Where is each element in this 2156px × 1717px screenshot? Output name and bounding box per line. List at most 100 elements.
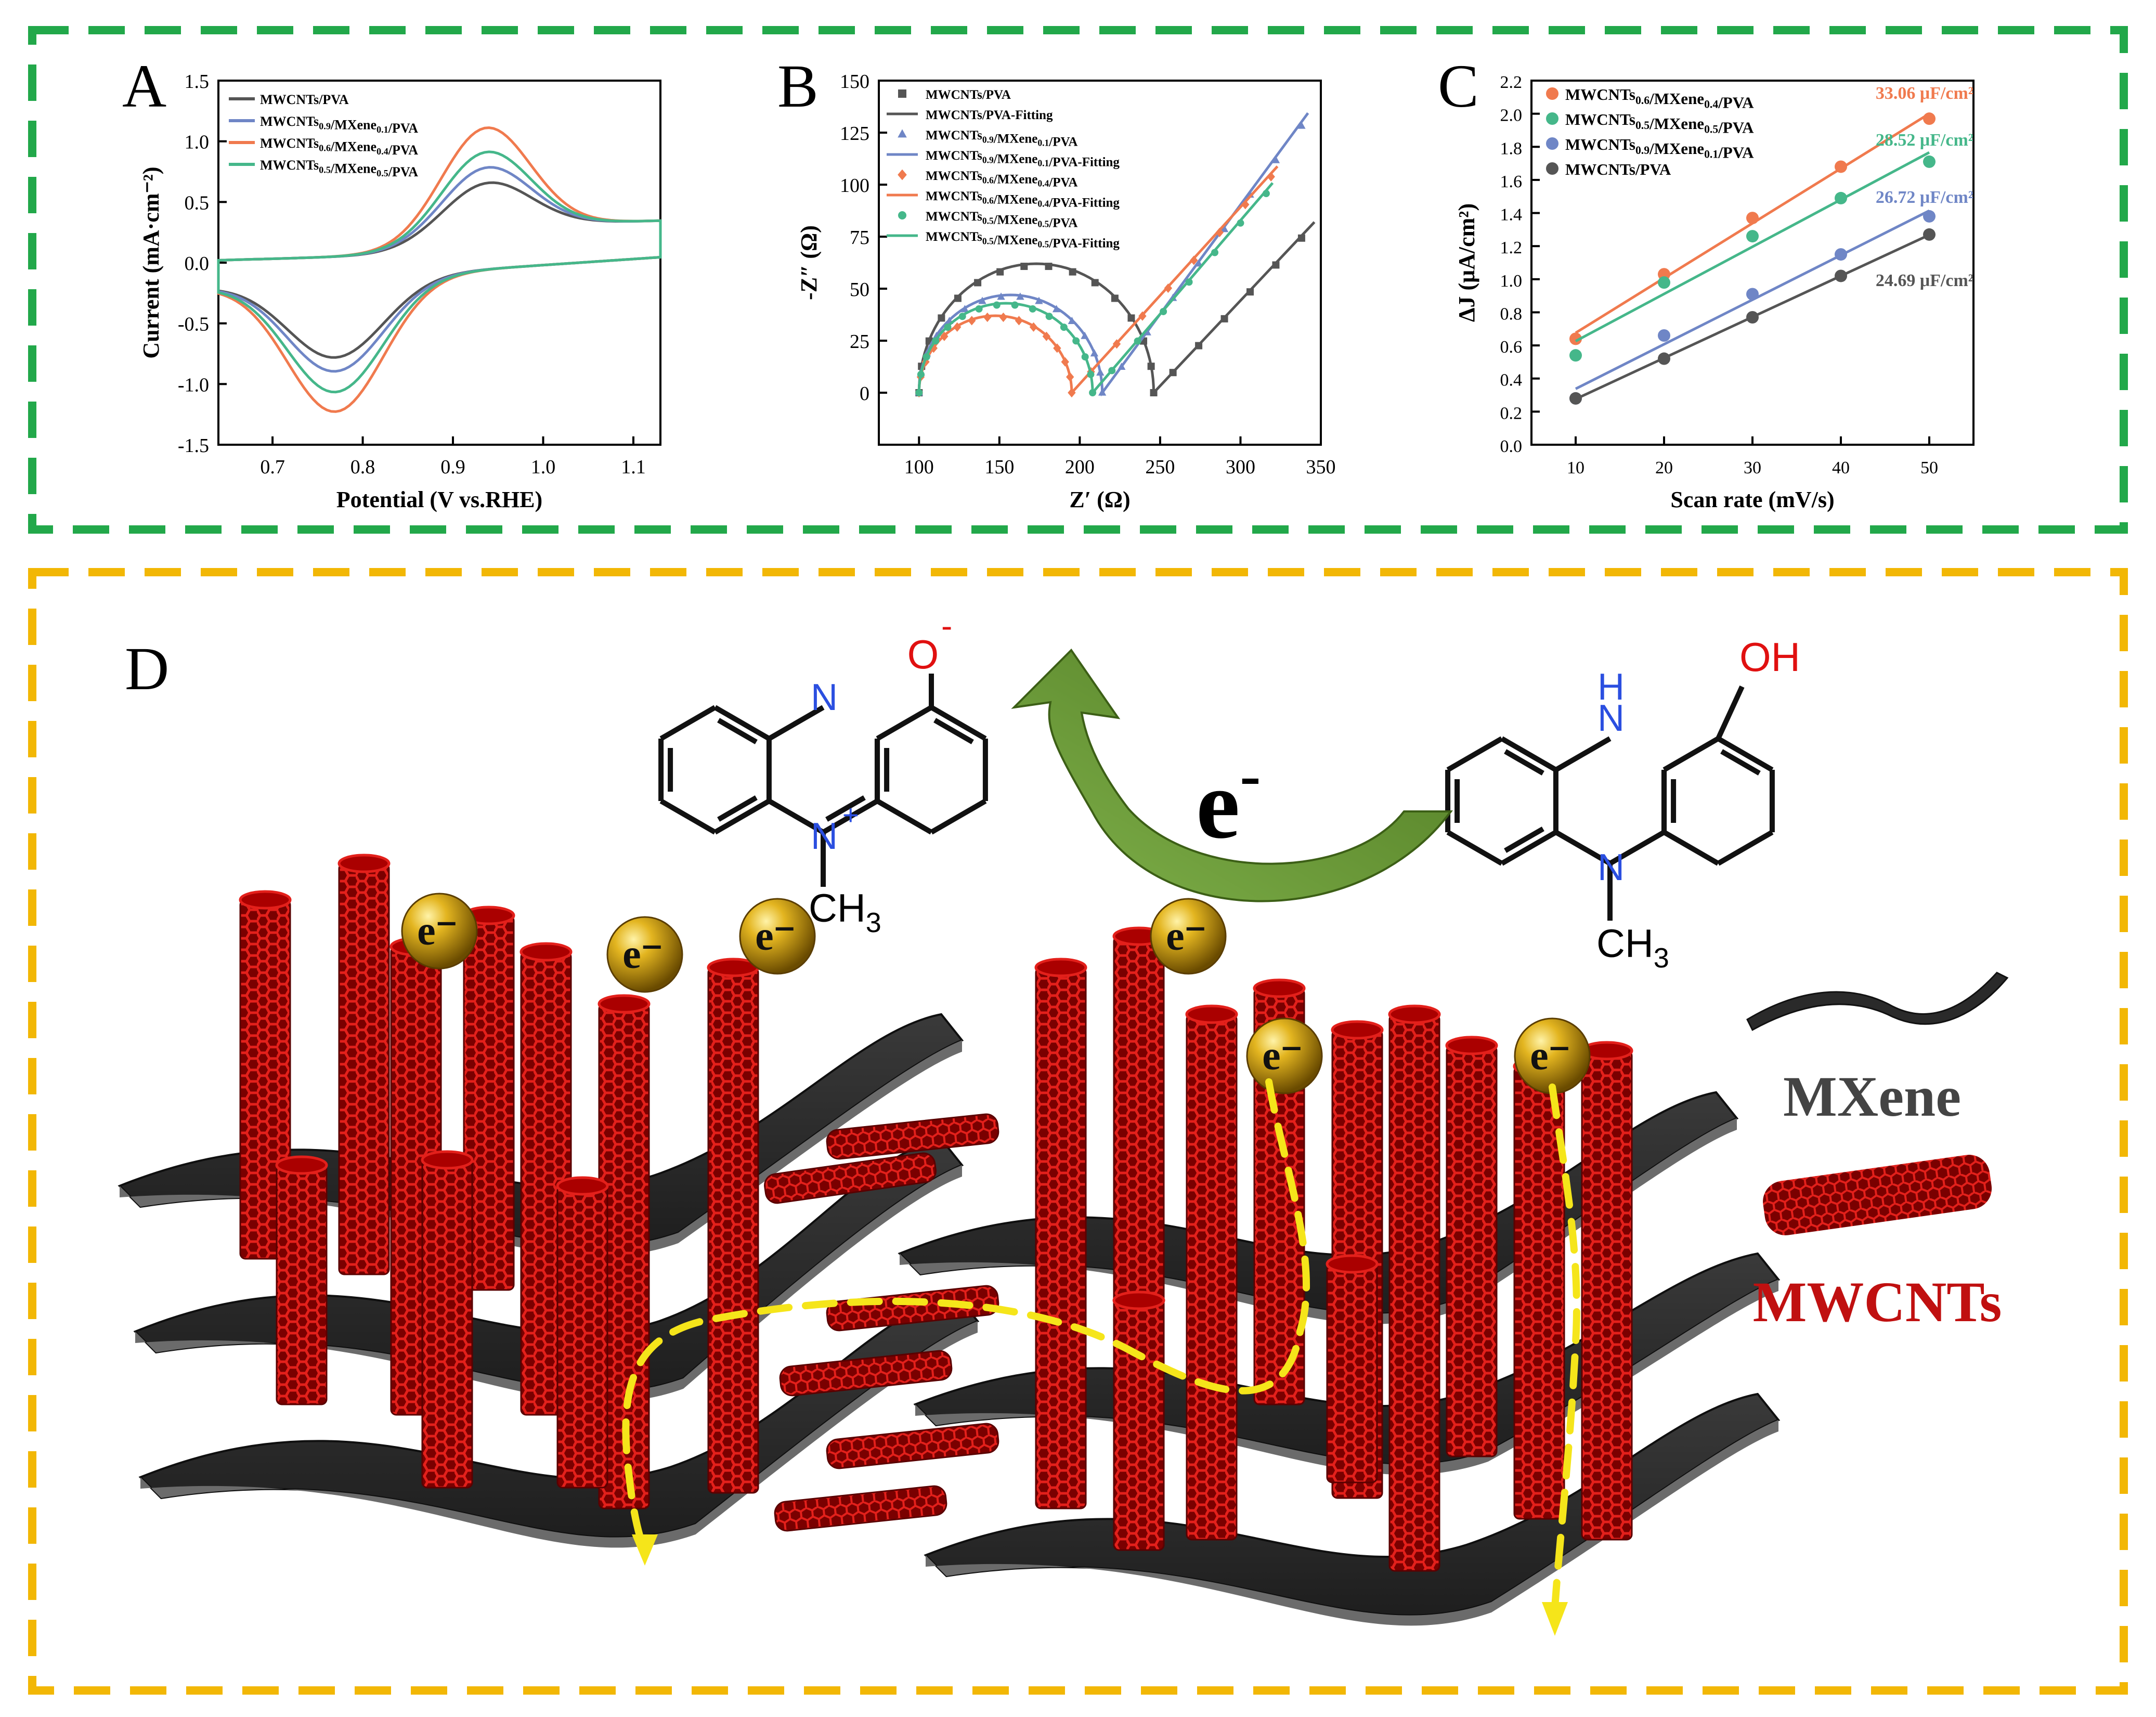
y-tick-label: 0.5 [185, 192, 210, 214]
y-tick-label: -1.0 [178, 374, 209, 396]
oxygen-atom-label: O [907, 631, 939, 677]
eis-data-point [1297, 121, 1306, 129]
ring-bond [713, 705, 771, 741]
data-point [1746, 212, 1759, 225]
y-tick-label: 1.0 [185, 132, 210, 153]
y-tick-label: 0.0 [1500, 437, 1523, 456]
electron-sphere [606, 916, 683, 993]
eis-data-point [1016, 292, 1024, 300]
eis-data-point [1081, 331, 1089, 339]
cnt-vertical [1326, 1263, 1378, 1483]
capacitance-label: 33.06 μF/cm² [1876, 84, 1973, 103]
legend-entry: MWCNTs0.9/MXene0.1/PVA-Fitting [926, 149, 1120, 170]
cnt-vertical [338, 862, 390, 1275]
electron-sphere [401, 893, 478, 970]
eis-data-point [1029, 322, 1038, 332]
ring-bond [768, 705, 825, 741]
eis-data-point [968, 316, 976, 326]
electron-sphere [1246, 1017, 1323, 1094]
amine-n-bottom: N [1597, 847, 1625, 888]
y-tick-label: 1.8 [1500, 139, 1523, 158]
eis-data-point [1215, 227, 1224, 237]
ring-bond [1554, 736, 1612, 772]
cv-curve [217, 181, 662, 359]
legend-entry: MWCNTs0.9/MXene0.1/PVA [260, 114, 418, 136]
electron-label: e⁻ [417, 908, 458, 954]
ring-double [717, 718, 758, 744]
ring-bond [768, 798, 825, 835]
y-tick-label: 1.2 [1500, 238, 1523, 257]
eis-data-point [983, 312, 992, 322]
y-tick-label: 1.6 [1500, 172, 1523, 191]
data-point [1923, 210, 1936, 223]
eis-data-point [1220, 225, 1229, 233]
amine-h-label: H [1597, 666, 1625, 708]
legend-entry: MWCNTs0.5/MXene0.5/PVA [260, 158, 418, 179]
y-tick-label: 1.0 [1500, 272, 1523, 291]
ring-bond [713, 798, 771, 835]
ring-double [825, 795, 866, 822]
cnt-horizontal [779, 1350, 953, 1397]
electron-label: e⁻ [755, 913, 796, 959]
eis-data-point [1098, 388, 1107, 396]
cnt-vertical [1035, 966, 1087, 1509]
legend-marker [1546, 112, 1558, 125]
eis-data-point [1042, 331, 1051, 341]
legend-marker [898, 89, 906, 98]
n-plus-charge: + [842, 799, 859, 831]
legend-entry: MWCNTs0.6/MXene0.4/PVA [260, 136, 418, 158]
legend-entry: MWCNTs/PVA [1565, 160, 1671, 178]
panel-label-c: C [1438, 52, 1479, 120]
mxene-sheet-edge [900, 1118, 1737, 1324]
cnt-forest [239, 854, 1633, 1572]
cnt-vertical [1388, 1013, 1440, 1572]
cnt-top-rim [556, 1176, 609, 1196]
cnt-top-rim [1253, 978, 1306, 998]
x-axis-label: Potential (V vs.RHE) [336, 487, 542, 512]
eis-data-point [938, 314, 945, 322]
mxene-sheet [133, 1138, 964, 1393]
legend-marker [898, 129, 907, 138]
eis-data-point [1087, 370, 1095, 378]
eis-data-point [1169, 369, 1177, 377]
cnt-horizontal [774, 1485, 947, 1532]
eis-data-point [953, 322, 962, 332]
ring-bond [1717, 830, 1774, 866]
eis-data-point [997, 292, 1005, 300]
x-tick-label: 100 [904, 456, 934, 478]
eis-data-point [1111, 294, 1119, 302]
eis-data-point [1052, 305, 1061, 313]
legend-marker [1546, 162, 1558, 175]
cnt-vertical [707, 966, 759, 1494]
eis-data-point [1020, 263, 1028, 270]
eis-data-point [1127, 314, 1135, 322]
y-tick-label: 1.4 [1500, 205, 1523, 225]
ring-bond [1446, 736, 1503, 772]
plot-frame [878, 80, 1322, 446]
transfer-electron-label: e- [1196, 740, 1261, 859]
x-tick-label: 350 [1306, 456, 1336, 478]
mxene-sheet-edge [120, 1040, 962, 1257]
ring-bond [876, 705, 933, 741]
legend-entry: MWCNTs/PVA-Fitting [926, 108, 1053, 122]
electron-path [1549, 1083, 1580, 1611]
eis-data-point [1241, 200, 1250, 210]
schematic-diagram: e⁻e⁻e⁻e⁻e⁻e⁻ O - N N + CH3 OH H N N CH3 … [118, 607, 2009, 1636]
eis-data-point [954, 294, 962, 302]
ring-bond [1446, 830, 1503, 866]
cnt-vertical [1446, 1044, 1498, 1457]
ring-bond [1663, 830, 1720, 866]
x-axis-label: Z′ (Ω) [1069, 487, 1130, 512]
electron-transfer-arrow [1011, 648, 1453, 902]
eis-data-point [978, 296, 986, 304]
legend-entry: MWCNTs0.9/MXene0.1/PVA [926, 128, 1077, 149]
cnt-top-rim [519, 942, 573, 962]
eis-data-point [1185, 278, 1193, 286]
mxene-sheets [118, 1013, 1781, 1626]
electron-path-arrows [622, 1078, 1580, 1636]
cnt-top-rim [1388, 1004, 1441, 1024]
eis-data-point [1045, 263, 1053, 270]
x-tick-label: 1.1 [621, 456, 646, 478]
eis-data-point [1138, 311, 1147, 321]
